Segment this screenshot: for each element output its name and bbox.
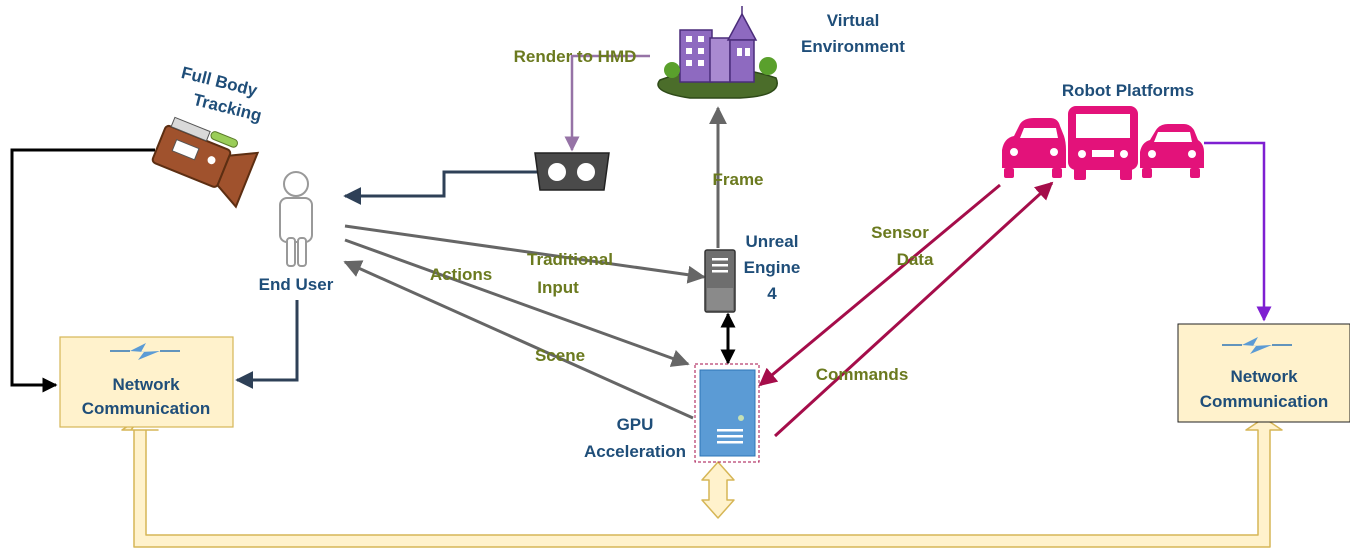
- robot-platforms-label: Robot Platforms: [1062, 81, 1194, 100]
- frame-label: Frame: [712, 170, 763, 189]
- network-right-line1: Network: [1230, 367, 1298, 386]
- unreal-line3: 4: [767, 284, 777, 303]
- sensor-line1: Sensor: [871, 223, 929, 242]
- network-left-line1: Network: [112, 375, 180, 394]
- network-communication-right: Network Communication: [1177, 323, 1350, 423]
- arrow-hmd-to-user: [343, 170, 538, 205]
- virtual-environment-icon: [657, 6, 778, 99]
- sensor-line2: Data: [897, 250, 934, 269]
- arrow-traditional-input: [344, 224, 706, 284]
- render-to-hmd-label: Render to HMD: [514, 47, 637, 66]
- arrow-actions: [344, 238, 690, 367]
- gpu-line2: Acceleration: [584, 442, 686, 461]
- commands-label: Commands: [816, 365, 909, 384]
- gpu-bus-arrow: [701, 461, 735, 519]
- traditional-line1: Traditional: [527, 250, 613, 269]
- network-communication-left: Network Communication: [59, 336, 234, 428]
- virtual-env-line1: Virtual: [827, 11, 880, 30]
- network-bus-arrow: [121, 417, 1283, 548]
- person-icon: [279, 171, 313, 267]
- network-lightning-icon: [110, 343, 180, 360]
- unreal-line1: Unreal: [746, 232, 799, 251]
- full-body-line1: Full Body: [179, 63, 259, 100]
- arrow-user-to-network: [235, 300, 299, 389]
- arrow-render-to-hmd: [564, 54, 650, 152]
- unreal-line2: Engine: [744, 258, 801, 277]
- arrow-commands: [773, 181, 1054, 438]
- camera-icon: [151, 116, 260, 209]
- arrow-robots-to-network: [1204, 141, 1272, 322]
- arrow-tracking-to-network: [10, 148, 155, 393]
- actions-label: Actions: [430, 265, 492, 284]
- network-left-line2: Communication: [82, 399, 210, 418]
- server-icon: [704, 249, 736, 313]
- scene-label: Scene: [535, 346, 585, 365]
- car-icon: [1140, 124, 1204, 178]
- network-right-line2: Communication: [1200, 392, 1328, 411]
- network-lightning-icon: [1222, 337, 1292, 354]
- car-icon: [1002, 118, 1066, 178]
- arrow-sensor-data: [758, 183, 1001, 387]
- hmd-icon: [534, 152, 610, 191]
- traditional-line2: Input: [537, 278, 579, 297]
- gpu-server-icon: [694, 363, 760, 463]
- arrow-scene: [343, 260, 694, 420]
- gpu-line1: GPU: [617, 415, 654, 434]
- bus-icon: [1068, 106, 1138, 180]
- end-user-label: End User: [259, 275, 334, 294]
- virtual-env-line2: Environment: [801, 37, 905, 56]
